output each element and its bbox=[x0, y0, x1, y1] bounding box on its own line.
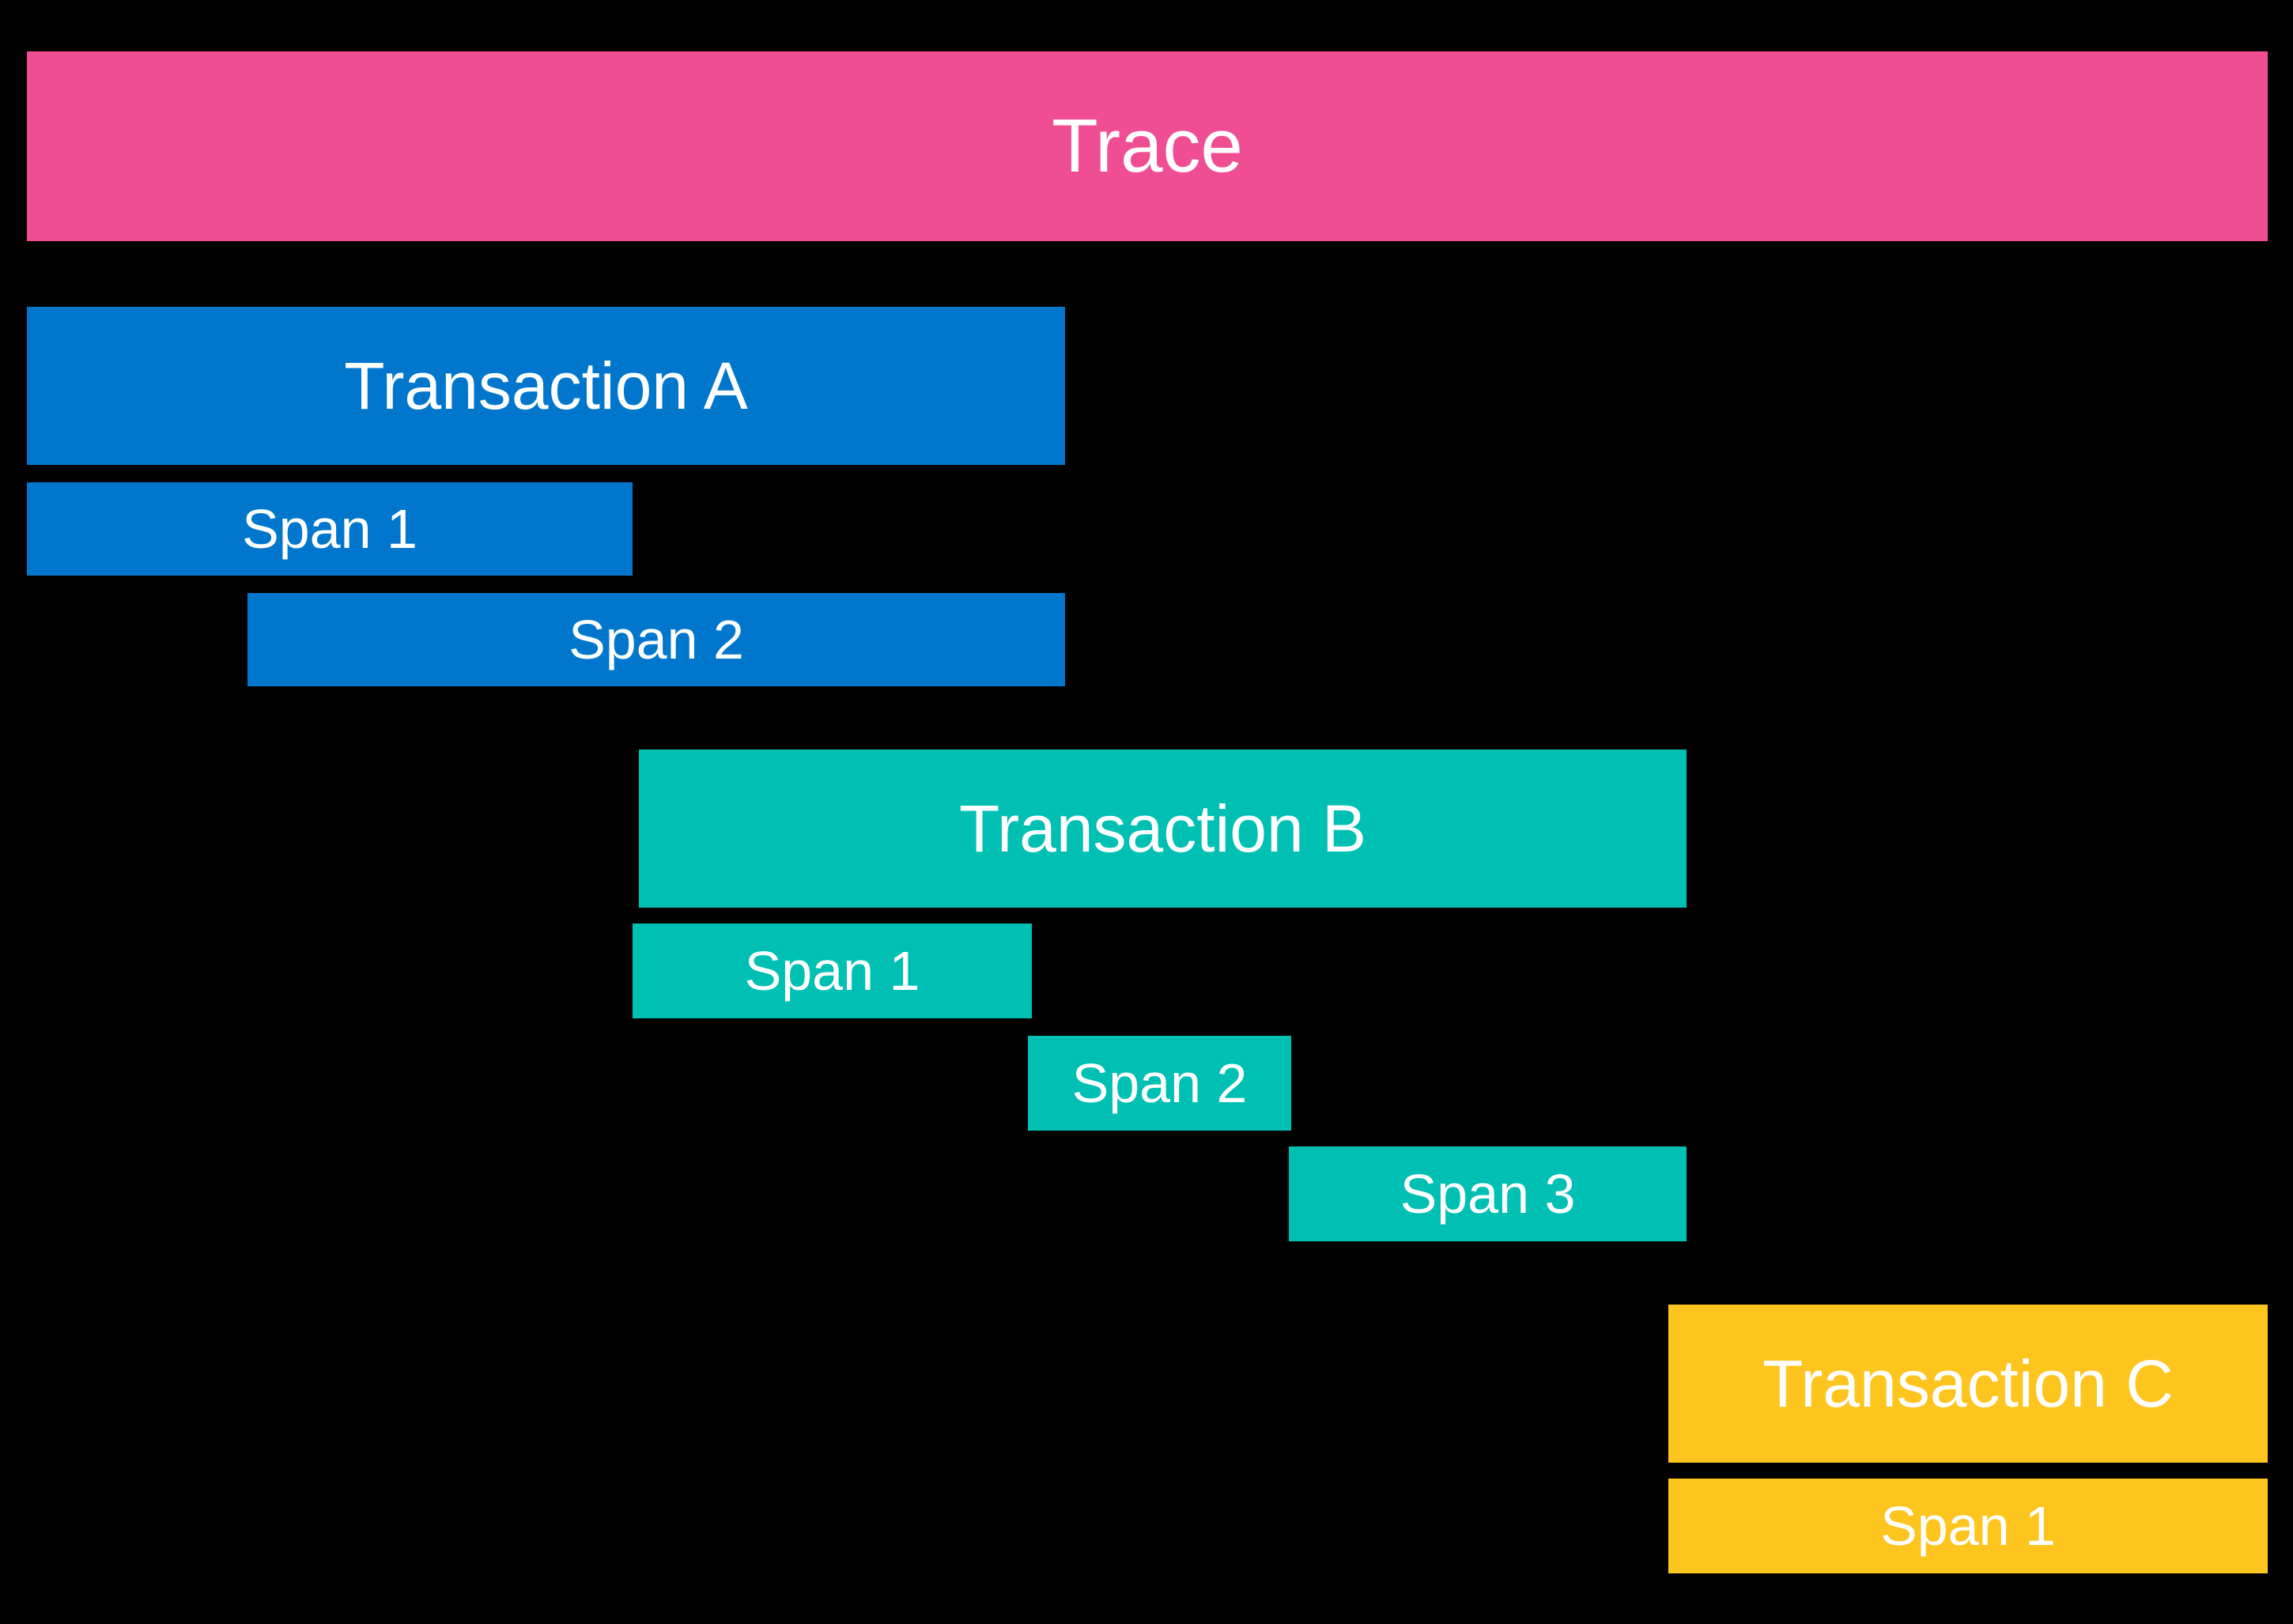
transaction-b-span-2-bar: Span 2 bbox=[1028, 1036, 1291, 1131]
transaction-c-span-1-bar: Span 1 bbox=[1668, 1479, 2268, 1573]
transaction-a-bar: Transaction A bbox=[27, 307, 1065, 465]
transaction-b-bar: Transaction B bbox=[639, 750, 1687, 908]
transaction-a-span-1-label: Span 1 bbox=[242, 498, 417, 560]
transaction-b-span-1-bar: Span 1 bbox=[633, 923, 1032, 1018]
transaction-c-label: Transaction C bbox=[1762, 1346, 2174, 1421]
transaction-b-span-3-label: Span 3 bbox=[1400, 1163, 1576, 1225]
trace-bar: Trace bbox=[27, 51, 2268, 241]
transaction-a-span-1-bar: Span 1 bbox=[27, 482, 633, 576]
transaction-a-span-2-label: Span 2 bbox=[569, 609, 744, 670]
transaction-a-span-2-bar: Span 2 bbox=[247, 593, 1065, 686]
transaction-b-span-3-bar: Span 3 bbox=[1289, 1146, 1687, 1241]
transaction-c-bar: Transaction C bbox=[1668, 1305, 2268, 1463]
trace-bar-label: Trace bbox=[1052, 104, 1243, 188]
transaction-b-label: Transaction B bbox=[958, 791, 1367, 866]
transaction-b-span-2-label: Span 2 bbox=[1071, 1052, 1248, 1114]
transaction-a-label: Transaction A bbox=[344, 349, 748, 423]
transaction-c-span-1-label: Span 1 bbox=[1880, 1495, 2056, 1557]
transaction-b-span-1-label: Span 1 bbox=[744, 940, 920, 1002]
